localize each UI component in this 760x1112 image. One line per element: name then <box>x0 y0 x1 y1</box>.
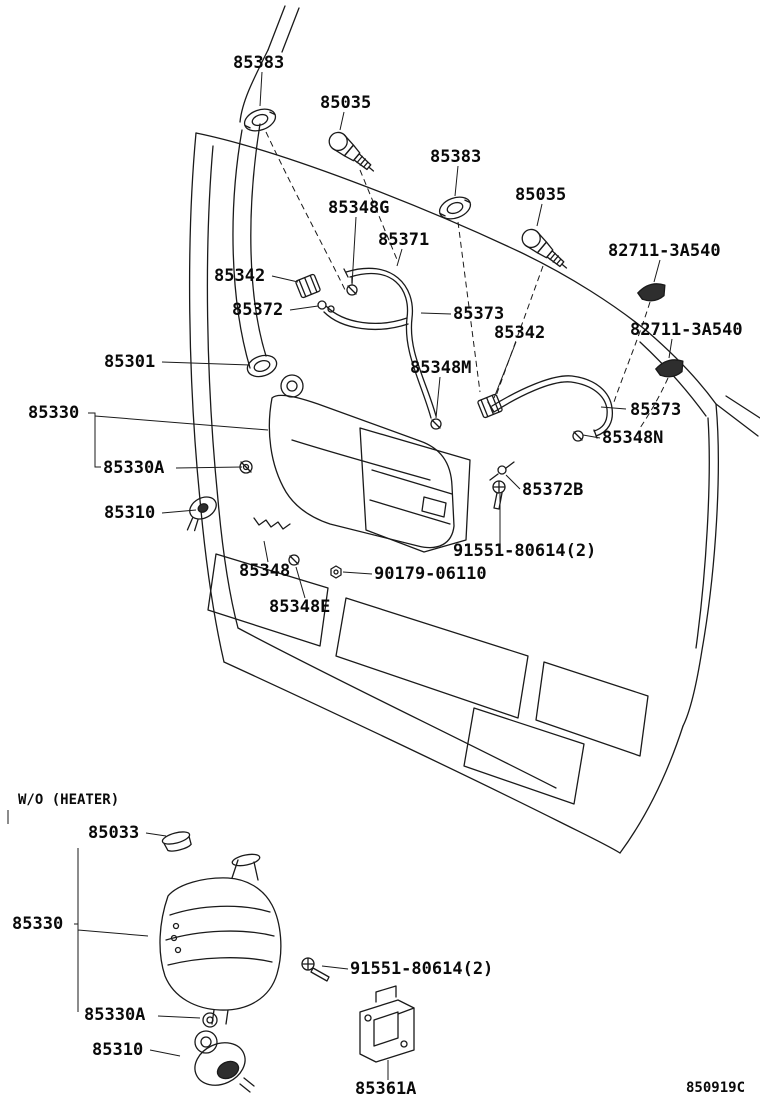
heater-variant-pump-art <box>194 1030 255 1093</box>
nozzle-grommet-left-art <box>243 108 277 132</box>
part-label-85371: 85371 <box>378 230 429 250</box>
part-labels: 85383 85035 85383 85035 85348G 85371 827… <box>12 53 745 1099</box>
part-label-85301: 85301 <box>104 352 155 372</box>
part-label-85342-right: 85342 <box>494 323 545 343</box>
hose-grommet-left-art <box>295 273 321 299</box>
part-label-85373-right: 85373 <box>630 400 681 420</box>
part-label-85373-center: 85373 <box>453 304 504 324</box>
part-label-85348: 85348 <box>239 561 290 581</box>
pump-bracket-art <box>359 985 415 1063</box>
spring-85348-art <box>253 517 291 530</box>
part-label-85330a-main: 85330A <box>103 458 164 478</box>
part-label-85348m: 85348M <box>410 358 471 378</box>
part-label-85310-heater: 85310 <box>92 1040 143 1060</box>
truck-front-panel-art <box>188 5 760 854</box>
drawing-number: 850919C <box>686 1080 745 1096</box>
section-label-wo-heater: W/O (HEATER) <box>18 792 119 808</box>
part-label-85383-upper-right: 85383 <box>430 147 481 167</box>
part-label-82711-lower: 82711-3A540 <box>630 320 743 340</box>
washer-nozzle-right-art <box>521 228 568 269</box>
dashed-alignment-lines <box>265 131 669 429</box>
screw-91551-upper-art <box>492 480 506 510</box>
part-label-85342-left: 85342 <box>214 266 265 286</box>
part-label-91551-main: 91551-80614(2) <box>453 541 596 561</box>
part-label-85348g: 85348G <box>328 198 389 218</box>
panel-hole-85301 <box>246 354 278 378</box>
part-label-85372: 85372 <box>232 300 283 320</box>
leader-lines <box>7 71 673 1080</box>
part-label-85372b: 85372B <box>522 480 583 500</box>
part-label-85348e: 85348E <box>269 597 330 617</box>
part-label-91551-heater: 91551-80614(2) <box>350 959 493 979</box>
hose-art <box>323 267 614 439</box>
part-label-85033: 85033 <box>88 823 139 843</box>
part-label-85330-main: 85330 <box>28 403 79 423</box>
nut-90179-art <box>330 565 342 579</box>
part-label-82711-upper: 82711-3A540 <box>608 241 721 261</box>
part-label-85383-upper-left: 85383 <box>233 53 284 73</box>
part-label-85310-main: 85310 <box>104 503 155 523</box>
part-label-85330-heater: 85330 <box>12 914 63 934</box>
grommet-85330a-art <box>239 460 253 474</box>
washer-pump-art <box>186 496 217 532</box>
moulding-clip-lower-art <box>655 359 684 378</box>
part-label-85330a-heater: 85330A <box>84 1005 145 1025</box>
part-label-85035-upper-right: 85035 <box>515 185 566 205</box>
washer-tank-art <box>186 374 506 579</box>
heater-variant-tank-art <box>159 831 415 1093</box>
screw-91551-lower-art <box>301 957 330 982</box>
part-label-90179: 90179-06110 <box>374 564 487 584</box>
part-label-85035-upper-left: 85035 <box>320 93 371 113</box>
part-label-85348n: 85348N <box>602 428 663 448</box>
nozzle-grommet-right-art <box>438 196 472 220</box>
tank-cap-art <box>161 831 192 852</box>
washer-nozzle-left-art <box>328 131 375 172</box>
washer-nozzle-parts-art <box>243 108 684 481</box>
part-label-85361a: 85361A <box>355 1079 416 1099</box>
moulding-clip-upper-art <box>637 283 666 302</box>
